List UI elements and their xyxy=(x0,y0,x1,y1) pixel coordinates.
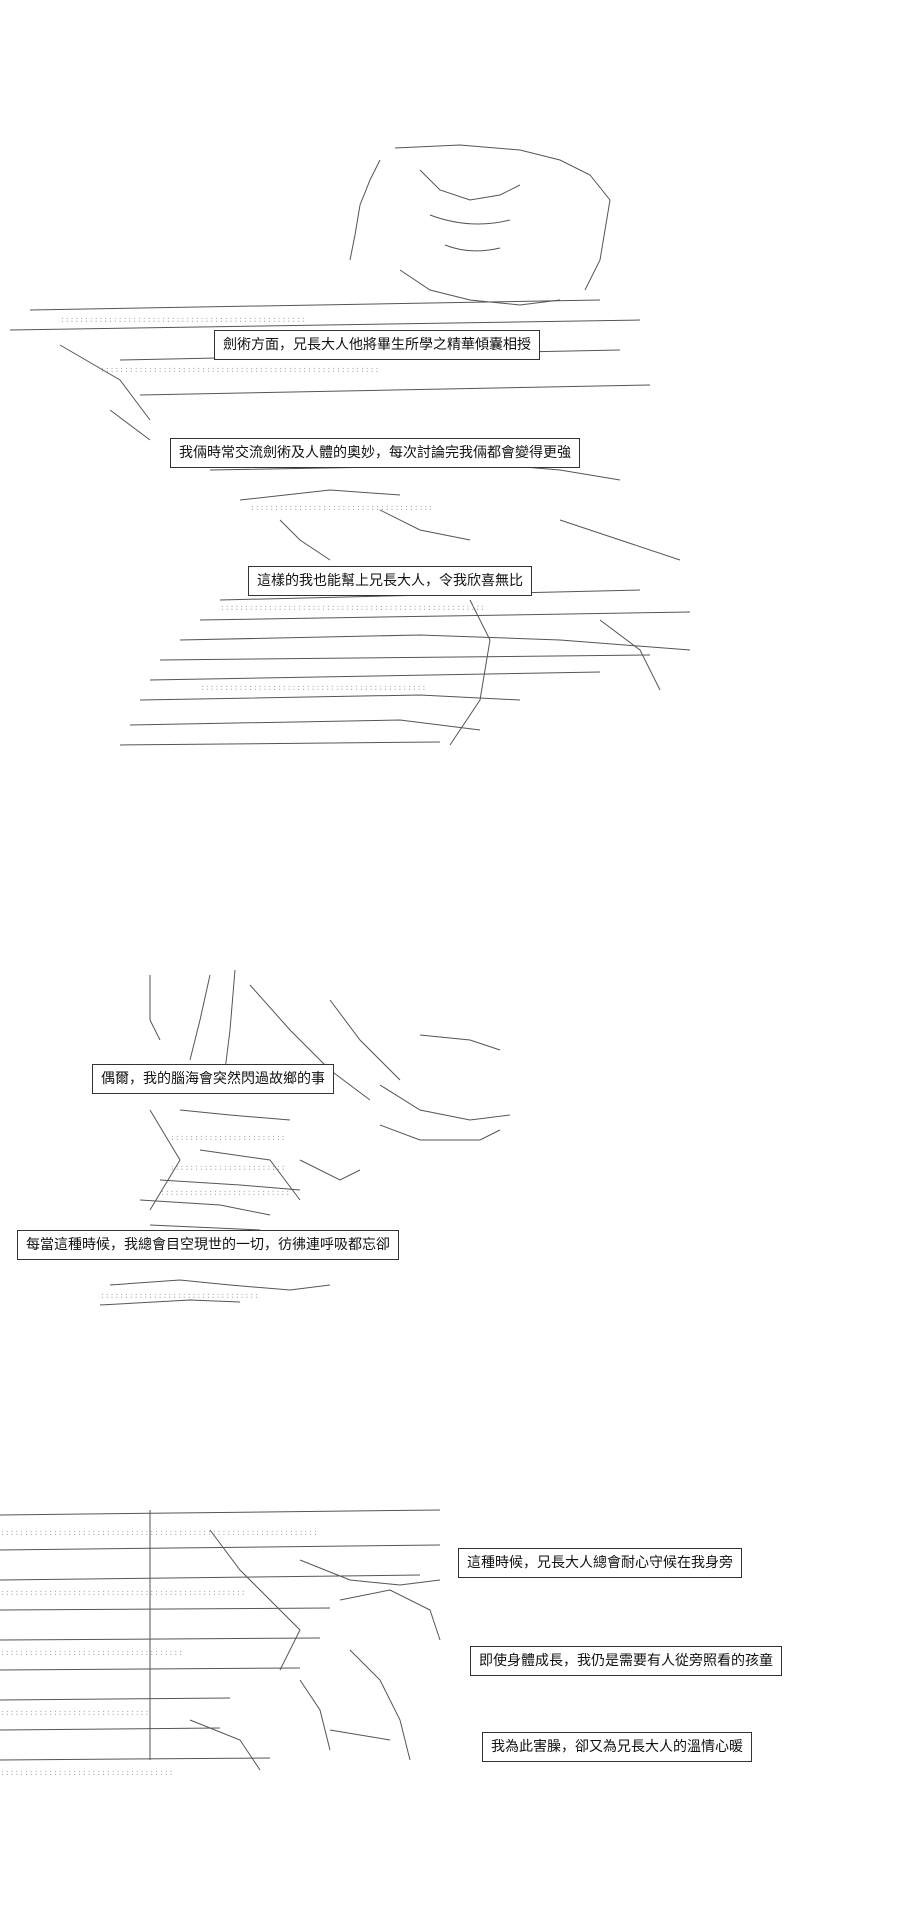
panel-1: ::::::::::::::::::::::::::::::::::::::::… xyxy=(0,0,903,760)
svg-text:::::::::::::::::::::::::::::::: ::::::::::::::::::::::::::::::: xyxy=(0,1708,149,1717)
svg-text:::::::::::::::::::::::::::::::: ::::::::::::::::::::::::::::::::::::::::… xyxy=(220,603,485,612)
panel-2: :::::::::::::::::::::::: :::::::::::::::… xyxy=(0,940,903,1320)
caption: 我倆時常交流劍術及人體的奧妙，每次討論完我倆都會變得更強 xyxy=(170,438,580,468)
svg-text:::::::::::::::::::::::::::::::: ::::::::::::::::::::::::::::::::::::::::… xyxy=(0,1588,246,1597)
caption: 每當這種時候，我總會目空現世的一切，彷彿連呼吸都忘卻 xyxy=(17,1230,399,1260)
caption: 這樣的我也能幫上兄長大人，令我欣喜無比 xyxy=(248,566,532,596)
svg-text:::::::::::::::::::::::::::::::: ::::::::::::::::::::::::::::::::: xyxy=(100,1291,259,1300)
svg-text:::::::::::::::::::::::::::::::: ::::::::::::::::::::::::::::::::::::::::… xyxy=(60,315,306,324)
svg-text:::::::::::::::::::::::::::::::: :::::::::::::::::::::::::::::::::::::: xyxy=(250,503,433,512)
svg-text::::::::::::::::::::::::::::: ::::::::::::::::::::::::::: xyxy=(160,1188,290,1197)
caption: 這種時候，兄長大人總會耐心守候在我身旁 xyxy=(458,1548,742,1578)
svg-text:::::::::::::::::::::::::: :::::::::::::::::::::::: xyxy=(170,1133,286,1142)
caption: 我為此害臊，卻又為兄長大人的溫情心暖 xyxy=(482,1732,752,1762)
svg-text:::::::::::::::::::::::::::::::: ::::::::::::::::::::::::::::::::::::::::… xyxy=(200,683,426,692)
svg-text:::::::::::::::::::::::::::::::: :::::::::::::::::::::::::::::::::::: xyxy=(0,1768,173,1777)
caption: 劍術方面，兄長大人他將畢生所學之精華傾囊相授 xyxy=(214,330,540,360)
svg-text:::::::::::::::::::::::::::::::: ::::::::::::::::::::::::::::::::::::::::… xyxy=(0,1528,318,1537)
svg-text:::::::::::::::::::::::::::::::: ::::::::::::::::::::::::::::::::::::::::… xyxy=(100,365,379,374)
ascii-art-kneeling-figure: :::::::::::::::::::::::: :::::::::::::::… xyxy=(99,969,511,1306)
svg-text:::::::::::::::::::::::::::::::: :::::::::::::::::::::::::::::::::::::: xyxy=(0,1648,183,1657)
caption: 即使身體成長，我仍是需要有人從旁照看的孩童 xyxy=(470,1646,782,1676)
svg-text:::::::::::::::::::::::::: :::::::::::::::::::::::: xyxy=(170,1163,286,1172)
panel-3: ::::::::::::::::::::::::::::::::::::::::… xyxy=(0,1490,903,1790)
ascii-art-sitting-figure: ::::::::::::::::::::::::::::::::::::::::… xyxy=(0,1509,441,1777)
caption: 偶爾，我的腦海會突然閃過故鄉的事 xyxy=(92,1064,334,1094)
ascii-art-sleeping-figure: ::::::::::::::::::::::::::::::::::::::::… xyxy=(9,144,691,746)
